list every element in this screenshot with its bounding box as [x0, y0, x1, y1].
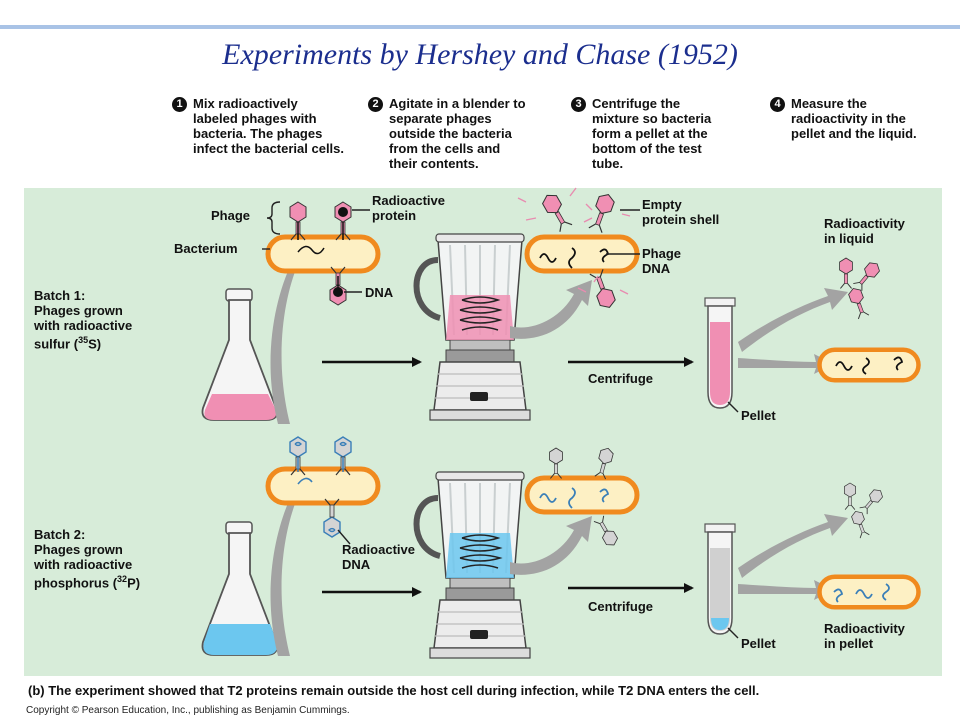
batch-1-title: Batch 1: [34, 288, 86, 303]
gray-arrow-liquid-1 [738, 288, 848, 352]
phage-brace [266, 201, 281, 235]
batch-2-line-2: with radioactive [34, 557, 133, 572]
batch-1-description: Batch 1: Phages grown with radioactive s… [34, 288, 132, 351]
label-pellet-1: Pellet [741, 408, 776, 423]
label-empty-shell: Empty protein shell [642, 197, 720, 227]
step-1-badge: 1 [172, 97, 187, 112]
liquid-phages-1 [839, 257, 883, 320]
label-phage: Phage [211, 208, 251, 223]
flask-batch-1 [201, 288, 278, 421]
blender-batch-1 [417, 234, 531, 420]
batch-2-line-3: phosphorus (32P) [34, 574, 141, 591]
batch-2-line-1: Phages grown [34, 542, 123, 557]
step-4-badge: 4 [770, 97, 785, 112]
liquid-phages-2 [843, 482, 886, 539]
step-3-text: Centrifuge the mixture so bacteria form … [592, 96, 712, 171]
pellet-2-pointer [727, 627, 739, 639]
gray-arrow-pellet-2 [738, 580, 834, 600]
step-2-text: Agitate in a blender to separate phages … [389, 96, 526, 171]
blended-batch-2 [527, 446, 637, 549]
radioactive-dna-pointer [337, 529, 351, 545]
gray-arrow-blender-1 [510, 280, 592, 339]
label-bacterium: Bacterium [174, 241, 238, 256]
label-centrifuge-2: Centrifuge [588, 599, 653, 614]
step-4-text: Measure the radioactivity in the pellet … [791, 96, 917, 141]
gray-arrow-liquid-2 [738, 514, 848, 578]
blended-batch-1 [517, 187, 637, 311]
pellet-bacterium-2 [820, 577, 919, 608]
flask-batch-2 [201, 521, 278, 656]
batch-1-line-1: Phages grown [34, 303, 123, 318]
batch-1-line-2: with radioactive [34, 318, 133, 333]
page-title: Experiments by Hershey and Chase (1952) [222, 38, 738, 71]
label-radioactive-protein: Radioactive protein [372, 193, 445, 223]
label-phage-dna: Phage DNA [642, 246, 682, 276]
bacterium-batch-1 [268, 201, 378, 306]
label-centrifuge-1: Centrifuge [588, 371, 653, 386]
batch-2-title: Batch 2: [34, 527, 86, 542]
blender-batch-2 [417, 472, 531, 658]
top-rule [0, 25, 960, 29]
gray-arrow-blender-2 [510, 516, 592, 575]
pellet-1-pointer [727, 401, 739, 413]
batch-1-line-3: sulfur (35S) [34, 335, 102, 352]
label-dna: DNA [365, 285, 394, 300]
step-3-badge: 3 [571, 97, 586, 112]
gray-arrow-flask-2 [270, 472, 306, 656]
step-1-text: Mix radioactively labeled phages with ba… [193, 96, 345, 156]
copyright-notice: Copyright © Pearson Education, Inc., pub… [26, 705, 350, 716]
label-pellet-2: Pellet [741, 636, 776, 651]
pellet-bacterium-1 [820, 350, 919, 381]
step-2-badge: 2 [368, 97, 383, 112]
label-radioactive-dna: Radioactive DNA [342, 542, 415, 572]
tube-batch-2 [704, 523, 736, 635]
bacterium-batch-2 [268, 436, 378, 538]
gray-arrow-flask-1 [270, 240, 306, 424]
figure-caption: (b) The experiment showed that T2 protei… [28, 683, 760, 698]
gray-arrow-pellet-1 [738, 354, 834, 374]
tube-batch-1 [704, 297, 736, 409]
batch-2-description: Batch 2: Phages grown with radioactive p… [34, 527, 140, 590]
label-radioactivity-pellet: Radioactivity in pellet [824, 621, 905, 651]
label-radioactivity-liquid: Radioactivity in liquid [824, 216, 905, 246]
